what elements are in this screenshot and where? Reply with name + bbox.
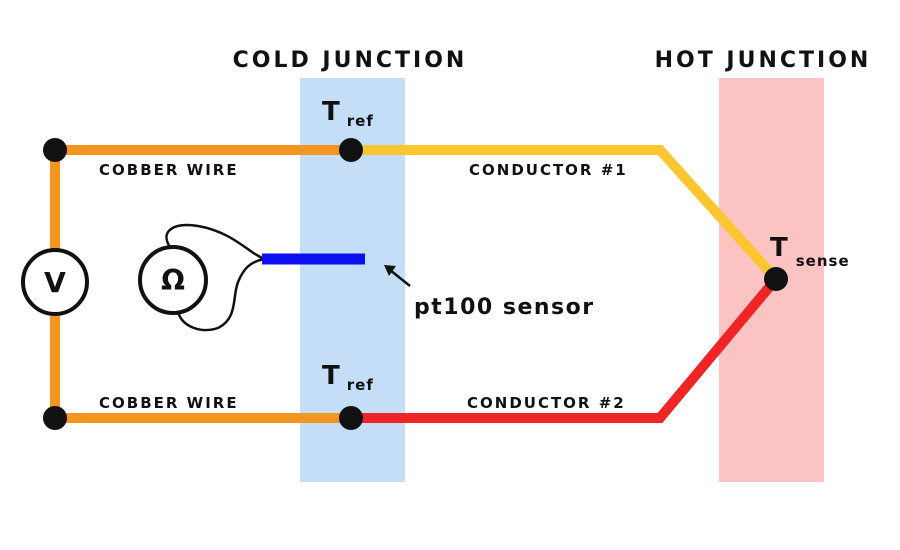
- bottom-ref-node: [339, 406, 363, 430]
- ohmmeter-symbol: Ω: [161, 264, 185, 297]
- top-left-node: [43, 138, 67, 162]
- tsense-label: T sense: [770, 233, 850, 270]
- sensor-arrow-line: [389, 269, 411, 287]
- bottom-tref-sub: ref: [347, 376, 374, 394]
- hot-junction-heading: HOT JUNCTION: [655, 48, 872, 73]
- conductor-1-wire: [351, 145, 780, 283]
- top-tref-main: T: [322, 97, 340, 127]
- top-ref-node: [339, 138, 363, 162]
- tsense-sub: sense: [796, 252, 850, 270]
- top-tref-sub: ref: [347, 112, 374, 130]
- bottom-tref-main: T: [322, 361, 340, 391]
- tsense-main: T: [770, 233, 788, 263]
- bottom-copper-wire-label: COBBER WIRE: [99, 394, 239, 412]
- bottom-tref-label: T ref: [322, 361, 374, 394]
- voltmeter-symbol: V: [44, 266, 66, 299]
- ohmmeter: [138, 245, 208, 315]
- conductor-1-label: CONDUCTOR #1: [469, 161, 628, 179]
- bottom-left-node: [43, 406, 67, 430]
- top-tref-label: T ref: [322, 97, 374, 130]
- voltmeter: [21, 248, 89, 316]
- sense-node: [764, 267, 788, 291]
- conductor-2-wire: [351, 275, 780, 423]
- sensor-label: pt100 sensor: [414, 295, 595, 320]
- cold-junction-heading: COLD JUNCTION: [233, 48, 468, 73]
- sensor-arrow-head: [384, 265, 396, 276]
- conductor-2-label: CONDUCTOR #2: [467, 394, 626, 412]
- top-copper-wire-label: COBBER WIRE: [99, 161, 239, 179]
